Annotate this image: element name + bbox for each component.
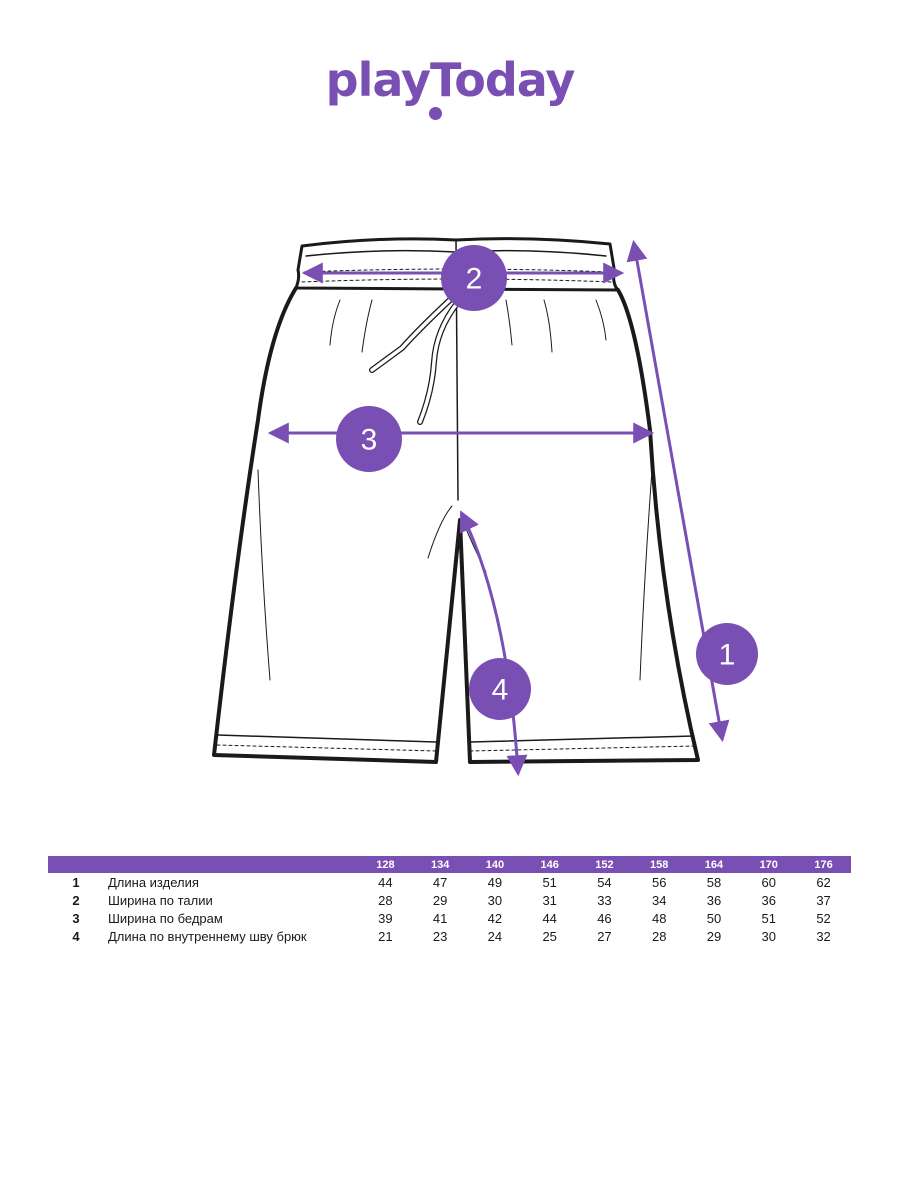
- table-cell: 44: [542, 910, 557, 926]
- table-cell: 46: [597, 910, 612, 926]
- header-size: 164: [704, 858, 724, 871]
- table-cell: 42: [487, 910, 503, 926]
- header-size: 152: [595, 858, 614, 871]
- table-cell: 31: [542, 892, 557, 908]
- waistband: [294, 237, 620, 292]
- drawstring-left-inner: [370, 296, 454, 372]
- table-cell: 58: [706, 874, 722, 890]
- table-cell: 30: [487, 892, 503, 908]
- table-cell: 39: [378, 910, 393, 926]
- row-label: Ширина по талии: [108, 892, 213, 908]
- brand-logo: playToday: [0, 50, 900, 110]
- row-number: 1: [72, 874, 80, 890]
- header-size: 128: [376, 858, 395, 871]
- table-cell: 36: [761, 892, 776, 908]
- table-cell: 41: [432, 910, 448, 926]
- table-cell: 29: [432, 892, 448, 908]
- pleat-2: [361, 299, 373, 353]
- callout-badge-3: 3: [336, 406, 402, 472]
- pleat-5: [595, 299, 607, 341]
- header-size: 158: [650, 858, 669, 871]
- header-size: 134: [430, 858, 450, 871]
- table-row: 4 Длина по внутреннему шву брюк 21 23 24…: [48, 927, 851, 945]
- callout-badge-2: 2: [441, 245, 507, 311]
- table-row: 2 Ширина по талии 28 29 30 31 33 34 36 3…: [48, 891, 851, 909]
- table-cell: 37: [816, 892, 831, 908]
- header-empty-num: [48, 856, 104, 873]
- table-cell: 51: [761, 910, 776, 926]
- row-number: 2: [72, 892, 80, 908]
- pleat-3: [505, 299, 513, 346]
- callout-label-3: 3: [361, 424, 378, 457]
- table-cell: 60: [761, 874, 776, 890]
- hem-right-line: [469, 735, 695, 743]
- callout-label-4: 4: [492, 674, 509, 707]
- pleat-4: [543, 299, 553, 353]
- callout-label-1: 1: [719, 639, 736, 672]
- table-cell: 51: [542, 874, 557, 890]
- callout-badge-1: 1: [696, 623, 758, 685]
- shorts-outline: [212, 237, 700, 764]
- table-cell: 33: [597, 892, 612, 908]
- row-number: 4: [72, 928, 80, 944]
- side-fold-left: [257, 469, 271, 681]
- hem-left-line: [217, 734, 437, 743]
- drawstring-right-inner: [418, 300, 460, 424]
- table-cell: 62: [816, 874, 831, 890]
- table-cell: 23: [432, 928, 448, 944]
- hem-right-stitch: [469, 745, 696, 752]
- table-cell: 36: [706, 892, 722, 908]
- size-header-row: 128 134 140 146 152 158 164 170 176: [48, 856, 851, 873]
- brand-name: playToday: [325, 53, 576, 107]
- table-cell: 52: [816, 910, 831, 926]
- table-row: 3 Ширина по бедрам 39 41 42 44 46 48 50 …: [48, 909, 851, 927]
- table-cell: 27: [597, 928, 612, 944]
- callout-badge-4: 4: [469, 658, 531, 720]
- table-cell: 32: [816, 928, 831, 944]
- crotch-fold-left: [427, 505, 453, 559]
- header-size: 140: [485, 858, 505, 871]
- pleat-1: [329, 299, 341, 346]
- table-cell: 44: [378, 874, 393, 890]
- size-chart-table: 128 134 140 146 152 158 164 170 176 1 Дл…: [48, 856, 851, 945]
- hem-left-stitch: [216, 744, 437, 752]
- table-cell: 25: [542, 928, 557, 944]
- table-cell: 34: [651, 892, 667, 908]
- table-cell: 54: [597, 874, 612, 890]
- table-row: 1 Длина изделия 44 47 49 51 54 56 58 60 …: [48, 873, 851, 891]
- table-cell: 28: [378, 892, 393, 908]
- table-cell: 48: [651, 910, 667, 926]
- row-number: 3: [72, 910, 80, 926]
- brand-logo-dot: [429, 107, 442, 120]
- shorts-technical-drawing: 2 3 1 4: [212, 237, 758, 777]
- table-cell: 49: [487, 874, 503, 890]
- table-cell: 29: [706, 928, 722, 944]
- header-size: 176: [814, 858, 833, 871]
- header-empty-label: [104, 856, 358, 873]
- table-cell: 56: [651, 874, 667, 890]
- table-cell: 21: [378, 928, 393, 944]
- row-label: Длина изделия: [108, 874, 199, 890]
- header-size: 146: [540, 858, 559, 871]
- table-cell: 28: [651, 928, 667, 944]
- table-cell: 30: [761, 928, 776, 944]
- callout-label-2: 2: [466, 263, 483, 296]
- header-size: 170: [759, 858, 778, 871]
- row-label: Ширина по бедрам: [108, 910, 223, 926]
- row-label: Длина по внутреннему шву брюк: [108, 928, 307, 944]
- side-fold-right: [639, 469, 653, 681]
- table-cell: 24: [487, 928, 503, 944]
- table-cell: 50: [706, 910, 722, 926]
- table-cell: 47: [432, 874, 448, 890]
- measure-line-4: [459, 510, 528, 777]
- shorts-body: [212, 286, 700, 764]
